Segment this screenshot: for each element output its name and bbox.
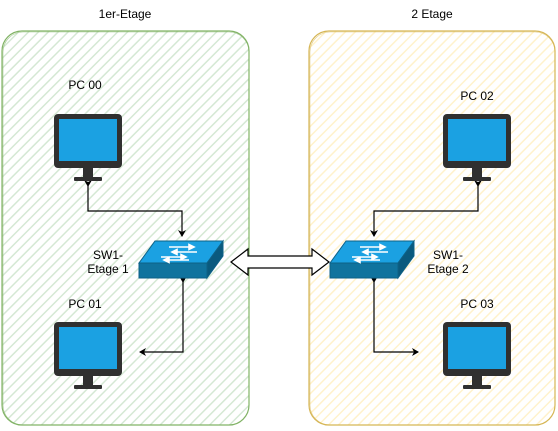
switch-1-icon — [138, 240, 224, 279]
link-sw1-pc01 — [139, 276, 187, 356]
switch-1-label-line1: SW1- — [93, 248, 123, 262]
pc-03-label: PC 03 — [460, 297, 494, 311]
switch-2-label-line1: SW1- — [433, 248, 463, 262]
switch-2-label-line2: Etage 2 — [427, 262, 469, 276]
switch-1-label: SW1- Etage 1 — [80, 248, 136, 276]
floor-2-title: 2 Etage — [411, 7, 453, 21]
pc-02-label: PC 02 — [460, 89, 494, 103]
link-sw2-pc03 — [370, 276, 419, 356]
switch-2-label: SW1- Etage 2 — [420, 248, 476, 276]
pc-00-label: PC 00 — [68, 78, 102, 92]
floor-1-title: 1er-Etage — [98, 7, 152, 21]
link-pc02-sw2 — [370, 180, 482, 237]
link-pc00-sw1 — [84, 180, 186, 237]
switch-2-icon — [329, 240, 415, 279]
pc-01-label: PC 01 — [68, 297, 102, 311]
floor-2-container — [308, 30, 556, 426]
floor-1-container — [1, 30, 250, 426]
switch-1-label-line2: Etage 1 — [87, 262, 129, 276]
connections — [84, 180, 482, 356]
bidirectional-arrow-icon — [230, 247, 330, 277]
